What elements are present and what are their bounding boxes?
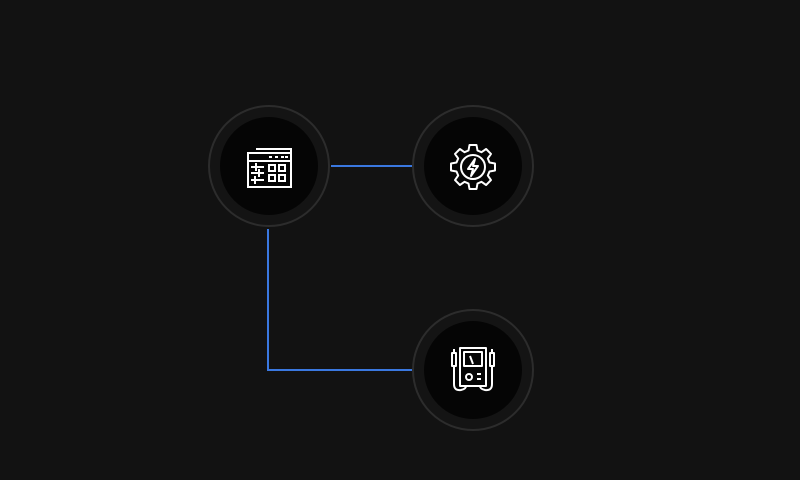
node-multimeter[interactable]	[412, 309, 534, 431]
multimeter-icon	[451, 347, 495, 392]
gear-lightning-icon	[450, 144, 496, 190]
control-panel-icon	[247, 148, 292, 188]
node-power-gear-inner	[424, 117, 522, 215]
node-control-panel-inner	[220, 117, 318, 215]
node-control-panel[interactable]	[208, 105, 330, 227]
node-power-gear[interactable]	[412, 105, 534, 227]
connector-control-panel-to-multimeter	[267, 229, 412, 371]
node-multimeter-inner	[424, 321, 522, 419]
